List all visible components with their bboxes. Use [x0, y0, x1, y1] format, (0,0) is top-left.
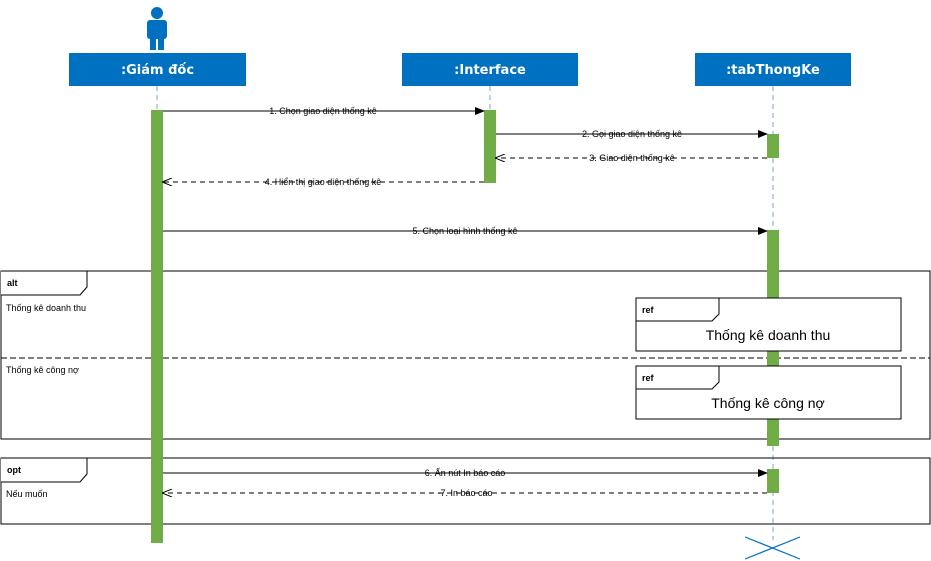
opt-operator: opt — [7, 465, 21, 475]
message-7: -7. In báo cáo — [163, 488, 767, 498]
ref-tag-1: ref — [642, 305, 655, 315]
actor-icon — [147, 7, 167, 50]
alt-guard-2: Thống kê công nợ — [6, 365, 79, 375]
ref-box-revenue: ref Thống kê doanh thu — [635, 297, 902, 352]
activation-interface — [484, 110, 496, 183]
lifeline-director-head: :Giám đốc — [69, 53, 246, 86]
activation-tab-1 — [767, 134, 779, 158]
lifeline-director-label: :Giám đốc — [121, 63, 194, 78]
alt-operator: alt — [7, 278, 18, 288]
ref-title-debt: Thống kê công nợ — [711, 395, 824, 411]
message-6: 6. Ấn nút In báo cáo — [163, 468, 768, 478]
destruction-x-icon — [744, 536, 801, 560]
message-5-label: 5. Chọn loại hình thống kê — [412, 226, 517, 236]
lifeline-tab-label: :tabThongKe — [726, 63, 820, 78]
alt-guard-1: Thống kê doanh thu — [6, 303, 86, 313]
message-4-label: 4. Hiển thị giao diện thống kê — [265, 177, 382, 187]
activation-director — [151, 110, 163, 543]
message-1: 1. Chọn giao diện thống kê — [163, 106, 485, 116]
lifeline-tab-head: :tabThongKe — [695, 53, 851, 86]
activation-tab-3 — [767, 469, 779, 493]
message-3: 3. Giao diện thống kê — [496, 153, 767, 163]
message-2-label: 2. Gọi giao diện thống kê — [582, 129, 682, 139]
lifeline-interface-label: :Interface — [454, 63, 526, 78]
lifeline-interface-head: :Interface — [402, 53, 578, 86]
message-3-label: 3. Giao diện thống kê — [589, 153, 675, 163]
message-4: 4. Hiển thị giao diện thống kê — [163, 177, 484, 187]
message-6-label: 6. Ấn nút In báo cáo — [425, 468, 506, 478]
ref-title-revenue: Thống kê doanh thu — [706, 327, 831, 343]
opt-frame: opt Nếu muốn — [0, 457, 931, 525]
message-1-label: 1. Chọn giao diện thống kê — [269, 106, 377, 116]
message-5: 5. Chọn loại hình thống kê — [163, 226, 768, 236]
ref-tag-2: ref — [642, 373, 655, 383]
opt-guard: Nếu muốn — [6, 489, 48, 499]
ref-box-debt: ref Thống kê công nợ — [635, 365, 902, 420]
message-2: 2. Gọi giao diện thống kê — [496, 129, 768, 139]
message-7-label: -7. In báo cáo — [437, 488, 492, 498]
